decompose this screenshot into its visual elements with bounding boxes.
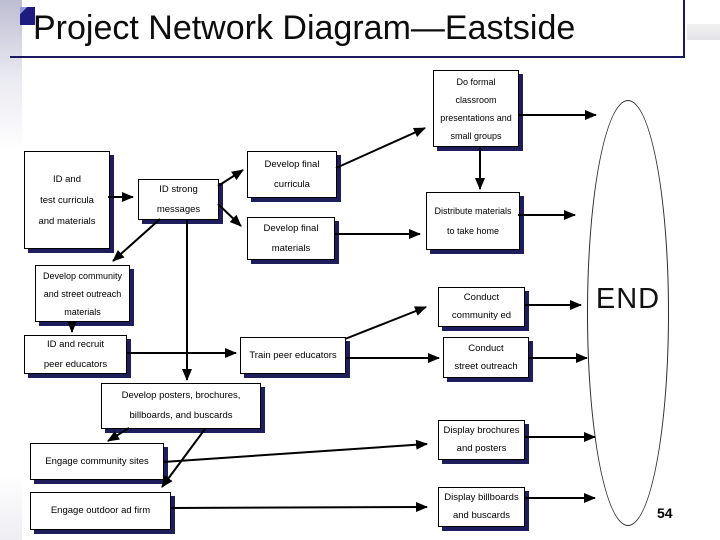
node-label-line: Display billboards <box>444 492 519 503</box>
node-label-line: test curricula <box>40 194 94 206</box>
edge-engage-outdoor-to-display-billboards <box>169 502 428 513</box>
node-label-line: ID and recruit <box>46 338 105 350</box>
diagram-node-distribute: Distribute materials to take home <box>426 192 520 250</box>
diagram-node-display-billboards: Display billboards and buscards <box>438 487 525 527</box>
node-label-line: classroom <box>455 94 497 105</box>
node-label-line: and materials <box>38 215 96 227</box>
diagram-node-develop-posters: Develop posters, brochures, billboards, a… <box>101 383 261 429</box>
node-label-line: to take home <box>446 226 500 236</box>
diagram-node-do-formal: Do formal classroom presentations and small… <box>433 70 519 147</box>
node-label-line: and buscards <box>452 510 511 521</box>
node-label-line: community ed <box>451 310 512 321</box>
page-number: 54 <box>657 505 673 521</box>
diagram-node-develop-final-curricula: Develop final curricula <box>247 151 337 198</box>
diagram-node-display-brochures: Display brochures and posters <box>438 420 525 460</box>
node-label-line: curricula <box>274 178 310 190</box>
edge-id-strong-to-develop-final-curricula <box>217 169 244 187</box>
edge-develop-final-curricula-to-do-formal <box>335 127 426 169</box>
edge-develop-posters-to-engage-outdoor <box>161 428 206 488</box>
node-label-line: Train peer educators <box>249 349 337 361</box>
edge-train-peer-to-conduct-community <box>344 306 427 340</box>
diagram-node-id-strong: ID strong messages <box>138 179 219 220</box>
diagram-node-conduct-community: Conduct community ed <box>438 287 525 327</box>
slide-title: Project Network Diagram—Eastside <box>33 9 576 47</box>
diagram-node-develop-final-materials: Develop final materials <box>247 217 335 260</box>
edge-id-strong-to-develop-final-materials <box>217 203 242 227</box>
node-label-line: ID strong <box>159 183 198 195</box>
node-label-line: peer educators <box>43 358 108 370</box>
node-label-line: and posters <box>456 443 507 454</box>
diagram-node-id-recruit: ID and recruit peer educators <box>24 335 127 374</box>
node-label-line: presentations and <box>440 112 512 123</box>
node-label-line: Conduct <box>468 342 504 354</box>
title-bullet-square <box>20 7 35 25</box>
left-edge-gradient <box>0 0 22 540</box>
node-label-line: messages <box>156 203 201 215</box>
node-label-line: Engage outdoor ad firm <box>50 505 151 516</box>
node-label-line: billboards, and buscards <box>129 410 233 421</box>
node-label-line: Develop posters, brochures, <box>121 390 241 401</box>
title-underline <box>10 56 684 58</box>
node-label-line: Distribute materials <box>434 206 512 216</box>
node-label-line: Develop community <box>42 270 123 281</box>
node-label-line: and street outreach <box>43 288 122 299</box>
node-label-line: materials <box>64 306 101 317</box>
diagram-node-id-test: ID and test curricula and materials <box>24 151 110 249</box>
edge-develop-posters-to-engage-community <box>107 427 130 442</box>
node-label-line: Engage community sites <box>45 455 149 467</box>
node-label-line: small groups <box>450 130 502 141</box>
diagram-node-train-peer: Train peer educators <box>240 337 346 374</box>
node-label-line: ID and <box>53 173 81 185</box>
title-right-rule <box>683 0 685 58</box>
end-label: END <box>595 282 661 315</box>
node-label-line: Conduct <box>463 292 500 303</box>
edge-id-strong-to-develop-community <box>112 218 161 262</box>
node-label-line: Develop final <box>263 222 319 234</box>
diagram-node-engage-community: Engage community sites <box>30 443 164 480</box>
edge-engage-community-to-display-brochures <box>162 439 428 463</box>
diagram-node-end: END <box>587 100 669 526</box>
node-label-line: Do formal <box>456 76 496 87</box>
diagram-node-engage-outdoor: Engage outdoor ad firm <box>30 492 171 530</box>
node-label-line: Develop final <box>264 158 320 170</box>
node-label-line: street outreach <box>454 360 518 372</box>
node-label-line: materials <box>271 242 311 254</box>
top-right-decor <box>687 24 720 40</box>
diagram-node-conduct-street: Conduct street outreach <box>443 337 529 378</box>
node-label-line: Display brochures <box>443 425 520 436</box>
diagram-node-develop-community: Develop community and street outreach mate… <box>35 265 130 322</box>
